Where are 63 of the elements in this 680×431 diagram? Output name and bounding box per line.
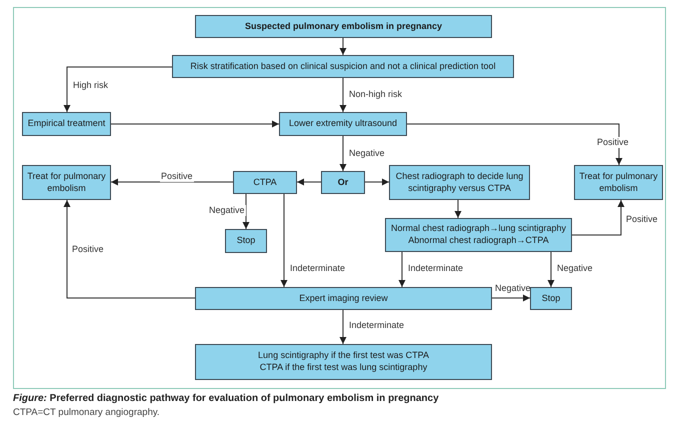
edge-label: Indeterminate [348,320,406,331]
box-label: CTPA [253,176,277,188]
process-box [225,229,267,253]
process-box [385,218,572,252]
edge-label: Positive [160,171,194,182]
process-box [279,112,407,136]
box-label: Stop [542,292,560,304]
process-box [195,344,492,380]
box-label: Risk stratification based on clinical suspicion and not a clinical prediction tool [190,60,496,72]
arrow [64,66,172,112]
figure-caption: Figure: Preferred diagnostic pathway for evaluation of pulmonary embolism in pregnancy [13,393,439,405]
box-label: Normal chest radiograph→lung scintigraphy [390,223,566,235]
arrow [340,310,346,344]
arrow [296,178,322,186]
edge-label: Negative [348,148,386,159]
arrow [340,38,346,56]
arrow [364,178,390,186]
process-box [321,171,365,194]
box-label: Stop [236,235,256,247]
process-box [574,165,663,200]
edge-label: High risk [72,80,110,91]
arrow [406,124,622,166]
box-label: Expert imaging review [299,292,388,304]
edge-label: Negative [208,205,246,216]
arrow [454,200,462,218]
arrow [398,252,406,288]
arrow [492,294,530,302]
box-label: Treat for pulmonary embolism [27,170,106,194]
edge-label: Positive [625,214,659,225]
edge-label: Negative [556,263,594,274]
edge-label: Positive [596,137,630,148]
arrow [548,252,554,288]
box-label: Abnormal chest radiograph→CTPA [408,235,549,247]
box-label: Suspected pulmonary embolism in pregnancy [244,20,442,32]
process-box [195,287,492,310]
arrow [340,136,346,172]
edge-label: Indeterminate [407,263,464,274]
box-label: Empirical treatment [28,118,106,130]
arrow [64,200,196,298]
process-box [172,55,514,78]
process-box [530,287,572,310]
arrow [340,78,346,112]
edge-label: Positive [71,244,105,255]
edge-label: Non-high risk [348,89,404,100]
box-label: Lung scintigraphy if the first test was CTPA [258,350,429,362]
box-label: Chest radiograph to decide lung scintigraphy versus CTPA [394,170,524,194]
edge-label: Indeterminate [289,263,346,274]
arrow [110,178,234,186]
abbreviation-note: CTPA=CT pulmonary angiography. [13,407,160,419]
arrow [280,194,288,288]
arrow [242,194,250,230]
process-box [195,15,492,38]
edge-label: Negative [494,283,532,294]
process-box [22,165,111,200]
box-label: Lower extremity ultrasound [288,118,398,130]
arrow [572,200,624,236]
box-label: Treat for pulmonary embolism [579,170,658,194]
box-label: Or [338,176,348,188]
arrow [110,120,280,128]
process-box [233,171,297,194]
box-label: CTPA if the first test was lung scintigraphy [260,362,428,374]
process-box [389,165,530,200]
process-box [22,112,111,136]
